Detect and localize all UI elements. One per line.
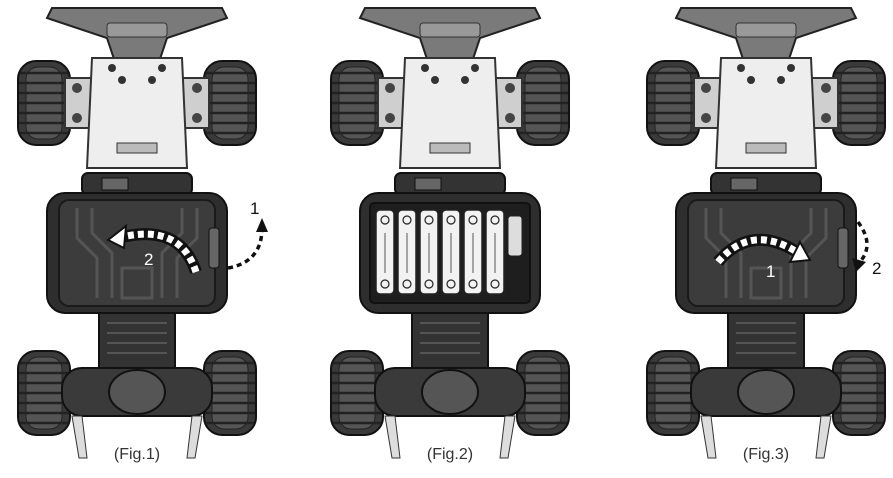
fig1-step-2: 2 [144,250,153,269]
fig3-step-1: 1 [766,262,775,281]
figure-3-caption: (Fig.3) [742,446,790,463]
figure-3-car [647,8,885,458]
fig1-lift-arrowhead [256,218,268,232]
fig3-rotate-arrowhead [788,239,812,264]
fig3-press-arrow [856,220,869,266]
figure-1-caption: (Fig.1) [113,446,161,463]
figure-2-car [331,8,569,458]
fig1-step-1: 1 [250,199,259,218]
figure-2-caption: (Fig.2) [426,446,474,463]
fig3-step-2: 2 [872,259,881,278]
fig1-rotate-arrowhead [106,223,128,250]
fig1-lift-arrow [227,227,264,270]
fig3-press-arrowhead [852,258,866,272]
